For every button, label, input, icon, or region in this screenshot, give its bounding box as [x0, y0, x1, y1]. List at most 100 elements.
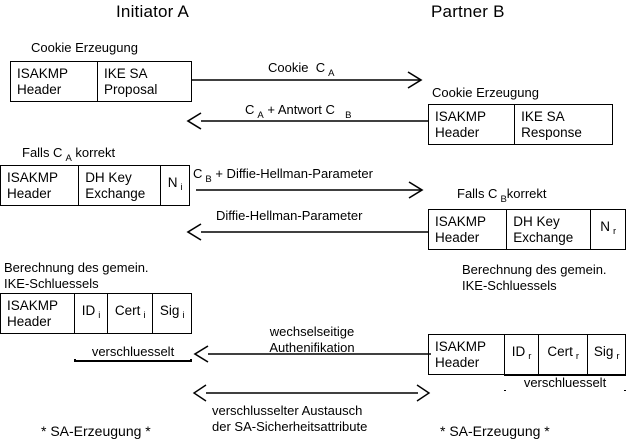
left-encrypted-bracket-label: verschluesselt	[74, 345, 192, 359]
cell-line1: N	[600, 218, 610, 234]
right-phase3-cell-isakmp-header: ISAKMP Header	[429, 335, 504, 374]
cell-line2: Header	[435, 354, 480, 370]
msg2-label-sym1: C	[245, 102, 255, 117]
right-footer: * SA-Erzeugung *	[440, 423, 550, 439]
cell-sub: i	[98, 310, 101, 322]
msg3-label-sym: C	[193, 166, 203, 181]
msg6-arrow-bidirectional	[192, 384, 431, 402]
msg2-arrow-left	[186, 112, 429, 130]
left-phase2-cell-isakmp-header: ISAKMP Header	[1, 166, 78, 205]
cell-line1: ISAKMP	[7, 297, 59, 313]
cell-sub: i	[180, 182, 183, 194]
msg6-label-line2: der SA-Sicherheitsattribute	[212, 419, 368, 434]
msg1-label-sym: C	[315, 60, 326, 75]
cell-line1: ID	[81, 302, 96, 318]
left-phase2-label-pre: Falls C	[22, 145, 63, 160]
left-phase1-cell-ike-sa-proposal: IKE SA Proposal	[97, 62, 191, 101]
right-phase3-label-line1: Berechnung des gemein.	[462, 262, 607, 277]
cell-line1: Cert	[547, 343, 573, 359]
left-phase3-label-line2: IKE-Schluessels	[4, 276, 99, 291]
cell-line1: ISAKMP	[17, 65, 69, 81]
page-title-partner: Partner B	[431, 2, 505, 21]
cell-line1: ISAKMP	[7, 169, 59, 185]
msg2-label-sub2: B	[345, 109, 352, 121]
msg1-label-sub: A	[328, 67, 335, 79]
cell-line1: IKE SA	[521, 108, 565, 124]
right-phase3-label: Berechnung des gemein. IKE-Schluessels	[462, 262, 607, 294]
left-phase3-label-line1: Berechnung des gemein.	[4, 260, 149, 275]
cell-sub: i	[182, 310, 185, 322]
left-footer: * SA-Erzeugung *	[41, 423, 151, 439]
cell-sub: r	[575, 351, 580, 363]
left-phase2-label-sub: A	[65, 152, 72, 164]
left-phase3-cell-isakmp-header: ISAKMP Header	[1, 294, 74, 333]
msg5-label-line2: Authenifikation	[269, 340, 355, 355]
page-title-initiator: Initiator A	[116, 2, 190, 21]
left-phase1-box: ISAKMP Header IKE SA Proposal	[10, 61, 192, 102]
left-phase3-label: Berechnung des gemein. IKE-Schluessels	[4, 260, 149, 292]
cell-line1: DH Key	[513, 213, 560, 229]
cell-sub: i	[143, 310, 146, 322]
left-phase2-label-post: korrekt	[71, 145, 116, 160]
right-phase2-label-pre: Falls C	[457, 186, 498, 201]
left-phase1-label: Cookie Erzeugung	[31, 40, 138, 55]
right-phase1-cell-ike-sa-response: IKE SA Response	[514, 105, 612, 144]
cell-line2: Header	[7, 185, 52, 201]
cell-line1: IKE SA	[104, 65, 148, 81]
right-phase2-label-sub: B	[500, 193, 507, 205]
cell-line1: ISAKMP	[435, 338, 487, 354]
cell-line1: Cert	[114, 302, 141, 318]
cell-line1: ISAKMP	[435, 213, 487, 229]
right-phase2-cell-isakmp-header: ISAKMP Header	[429, 210, 506, 249]
msg3-label-sub: B	[205, 173, 212, 185]
msg6-label: verschlusselter Austausch der SA-Sicherh…	[212, 403, 367, 435]
right-phase1-label: Cookie Erzeugung	[432, 85, 539, 100]
cell-line1: ISAKMP	[435, 108, 487, 124]
msg2-label-mid: + Antwort C	[263, 102, 335, 117]
msg5-arrow-left	[193, 345, 431, 363]
right-phase1-cell-isakmp-header: ISAKMP Header	[429, 105, 514, 144]
cell-line1: Sig	[159, 302, 180, 318]
cell-line1: N	[167, 174, 178, 190]
right-phase2-label-post: korrekt	[506, 186, 547, 201]
cell-sub: r	[612, 226, 617, 238]
msg3-label-main: + Diffie-Hellman-Parameter	[211, 166, 373, 181]
msg2-label-sub1: A	[257, 109, 264, 121]
cell-line2: Header	[7, 313, 52, 329]
left-encrypted-bracket: verschluesselt	[74, 345, 192, 362]
msg1-arrow-right	[192, 71, 423, 89]
cell-line2: Exchange	[85, 185, 146, 201]
msg1-label-main: Cookie	[268, 60, 309, 75]
cell-line2: Header	[17, 81, 62, 97]
msg4-label: Diffie-Hellman-Parameter	[216, 208, 363, 223]
cell-line1: DH Key	[85, 169, 132, 185]
msg6-label-line1: verschlusselter Austausch	[212, 403, 363, 418]
cell-line2: Response	[521, 124, 582, 140]
right-phase1-box: ISAKMP Header IKE SA Response	[428, 104, 613, 145]
cell-line2: Proposal	[104, 81, 158, 97]
right-phase3-label-line2: IKE-Schluessels	[462, 278, 557, 293]
cell-line2: Header	[435, 229, 480, 245]
cell-sub: r	[616, 351, 620, 363]
msg4-arrow-left	[186, 223, 429, 241]
right-phase2-cell-dh-key-exchange: DH Key Exchange	[506, 210, 590, 249]
left-phase1-cell-isakmp-header: ISAKMP Header	[11, 62, 97, 101]
cell-line2: Header	[435, 124, 480, 140]
cell-sub: r	[528, 351, 532, 363]
left-phase2-cell-dh-key-exchange: DH Key Exchange	[78, 166, 160, 205]
